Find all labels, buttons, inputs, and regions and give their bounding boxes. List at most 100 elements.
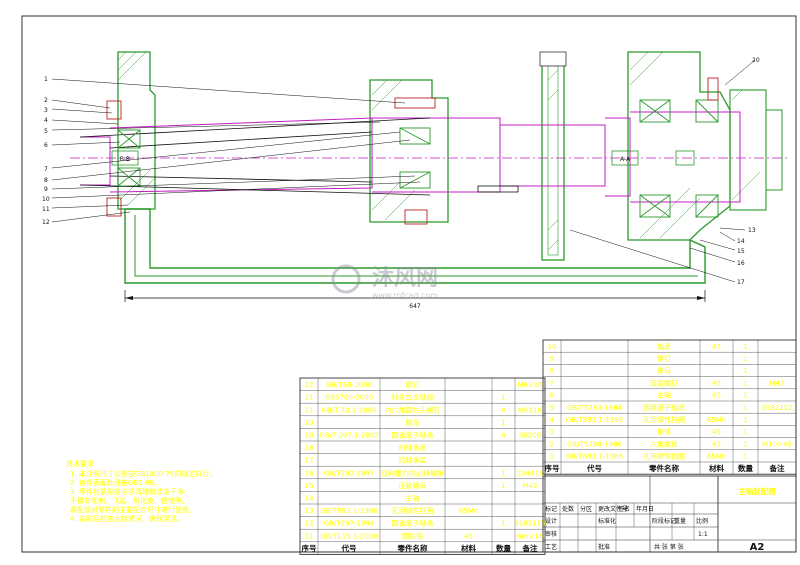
bom_left-cell-name: 螺母 <box>406 418 420 427</box>
bom_left-cell-note: 234415 <box>517 469 544 477</box>
tb-cell: 工艺 <box>545 543 557 551</box>
balloon: 5 <box>44 128 48 135</box>
bom_right-cell-name: 箱体 <box>657 427 671 436</box>
balloon: 14 <box>737 238 745 245</box>
bom_left-cell-no: 18 <box>305 444 314 452</box>
watermark-brand: 沐风网 <box>372 266 438 291</box>
bom_left-cell-no: 21 <box>305 394 314 402</box>
bom_left-cell-no: 17 <box>305 457 314 465</box>
section-markers: B-B A-A <box>111 150 695 166</box>
part-balloons-left: 1 2 3 4 5 6 7 8 9 10 11 12 <box>42 76 50 226</box>
tb-cell: 标准化 <box>598 517 616 525</box>
bom_left-cell-name: 内六角圆柱头螺钉 <box>385 405 441 414</box>
bom_right-cell-qty: 1 <box>743 355 747 363</box>
bom_left-cell-no: 13 <box>305 507 314 515</box>
bom_right-cell-no: 2 <box>550 440 554 448</box>
section-label-a: A-A <box>620 156 631 163</box>
bom_right-cell-no: 7 <box>550 379 554 387</box>
tech-item: 装配前对零件的主要配合尺寸进行复查。 <box>70 505 196 514</box>
bom_left-cell-material: 45 <box>464 532 473 540</box>
bom_right-cell-material: 45 <box>712 428 721 436</box>
balloon: 17 <box>737 279 745 286</box>
bom_right-cell-no: 9 <box>550 355 554 363</box>
bom_left-cell-name: 柱头式主轴端 <box>392 393 434 402</box>
bom_left-cell-code: GB5780-2000 <box>325 394 373 402</box>
balloon: 20 <box>752 57 760 64</box>
bom_left-cell-code: GB/T292-1997 <box>324 469 375 477</box>
balloon: 9 <box>44 186 48 193</box>
bom_right-header-name: 零件名称 <box>648 463 679 473</box>
bom_left-cell-qty: 1 <box>501 520 505 528</box>
bom_left-cell-qty: 1 <box>501 469 505 477</box>
bom_right-cell-material: 45 <box>712 379 721 387</box>
main-assembly-view: B-B A-A 647 <box>42 51 790 310</box>
bom_right-cell-material: 45 <box>712 440 721 448</box>
bom_left-cell-qty: 1 <box>501 394 505 402</box>
bom_right-cell-name: 孔用弹性挡圈 <box>643 452 685 461</box>
bom_right-cell-name: 压紧螺钉 <box>650 378 678 387</box>
bom_right-cell-note: M10×45 <box>762 440 792 448</box>
balloon: 11 <box>42 206 50 213</box>
bom_right-cell-no: 6 <box>550 392 555 400</box>
tb-cell: 签名 <box>618 505 630 513</box>
tech-heading: 技术要求 <box>66 459 94 468</box>
balloon: 16 <box>737 260 745 267</box>
bom_left-cell-no: 12 <box>305 520 314 528</box>
balloon: 15 <box>737 248 745 255</box>
bom_left-cell-code: GB/T68-2000 <box>326 381 372 389</box>
bom_left-cell-no: 19 <box>305 431 314 439</box>
bom_left-cell-name: 圆锥滚子轴承 <box>392 430 434 439</box>
bom_left-cell-note: 3182115 <box>514 520 545 528</box>
balloon: 7 <box>44 166 48 173</box>
drawing-frame <box>21 15 797 553</box>
tb-cell: 批准 <box>598 543 610 551</box>
bom_right-cell-qty: 1 <box>743 379 747 387</box>
bom_left-cell-no: 15 <box>305 482 314 490</box>
bom_right-header-qty: 数量 <box>738 463 753 473</box>
bom_right-cell-name: 圆锥滚子轴承 <box>643 403 685 412</box>
part-balloons-right: 13 14 15 16 17 20 <box>737 57 760 286</box>
bom_left-header-note: 备注 <box>522 543 538 553</box>
watermark-url: www.mfcad.com <box>372 291 438 300</box>
bom_left-cell-name: 螺钉 <box>406 380 420 389</box>
bom_left-header-material: 材料 <box>461 543 476 553</box>
bom_left-cell-name: 孔用弹性挡圈 <box>392 506 434 515</box>
balloon: 4 <box>44 117 48 124</box>
bom_right-cell-name: 六角螺栓 <box>650 439 678 448</box>
bom_right-cell-code: GB/T893.1-1986 <box>566 416 624 424</box>
bom_left-cell-qty: 4 <box>501 406 506 414</box>
tech-item: 1. 未注明尺寸公差按GB1800-79的规定执行。 <box>70 469 216 478</box>
bom_left-cell-no: 20 <box>305 419 314 427</box>
bom_right-cell-name: 螺钉 <box>657 354 671 363</box>
balloon: 10 <box>42 196 50 203</box>
bom_right-cell-code: GB/T893.1-1986 <box>566 453 624 461</box>
overall-dimension: 647 <box>124 290 706 310</box>
tb-cell: 标记 <box>545 505 557 513</box>
bom_left-cell-no: 22 <box>305 381 314 389</box>
bom_left-cell-no: 14 <box>305 494 314 502</box>
bom_left-cell-note: M6X16 <box>518 406 543 414</box>
bom_left-header-name: 零件名称 <box>397 543 428 553</box>
watermark: 沐风网 www.mfcad.com <box>331 264 438 300</box>
tb-cell: 更改文件号 <box>598 505 628 513</box>
bom_right-cell-name: 螺母 <box>657 366 671 375</box>
bom_left-cell-code: GB/T893.1-1986 <box>320 507 378 515</box>
bom_left-cell-code: GB/T 297.1-2002 <box>319 431 378 439</box>
bom_left-cell-note: M42 <box>523 482 538 490</box>
bom_right-cell-qty: 1 <box>743 404 747 412</box>
balloon: 13 <box>748 227 756 234</box>
bom_left-cell-no: 21 <box>305 406 314 414</box>
bom_right-cell-code: GB/T5783-1984 <box>567 404 623 412</box>
bom_right-cell-no: 10 <box>548 343 557 351</box>
bom_right-cell-no: 1 <box>550 453 554 461</box>
bom_left-cell-qty: 4 <box>501 431 506 439</box>
bom_right-cell-qty: 1 <box>743 453 747 461</box>
bom_left-cell-qty: 1 <box>501 419 505 427</box>
tb-cell: 分区 <box>580 505 592 513</box>
tech-item: 不得有毛刺、飞边、氧化皮、锈蚀等。 <box>70 496 189 505</box>
bom_left-cell-name: 圆柱销 <box>402 531 423 540</box>
bom_left-cell-code: GB/T297-1994 <box>324 520 375 528</box>
bom_left-cell-name: 后轴承盖 <box>399 456 427 465</box>
